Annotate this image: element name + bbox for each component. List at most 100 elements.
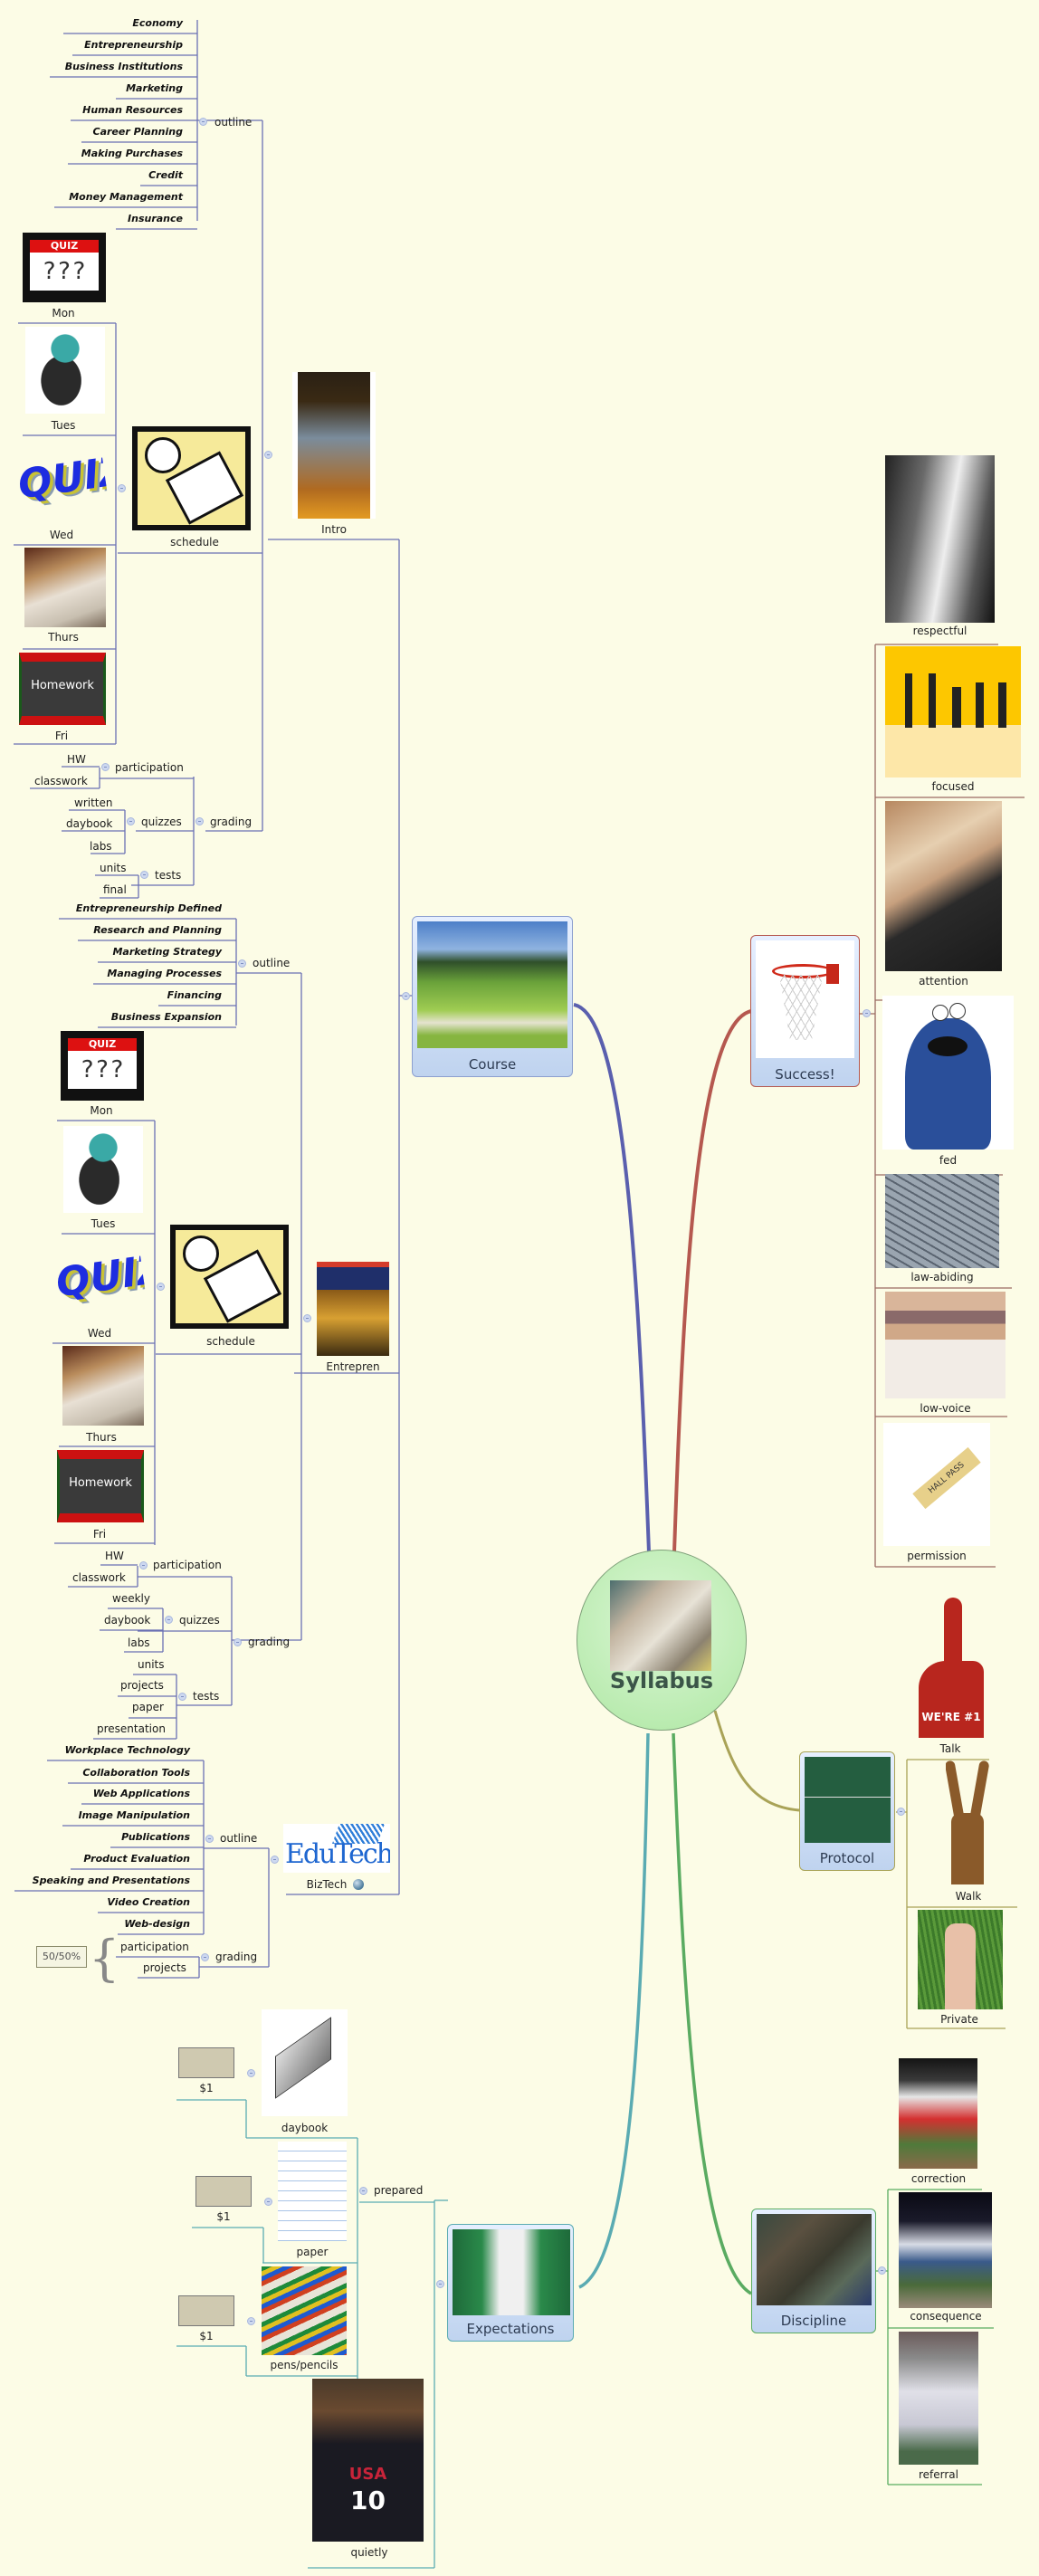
grading-item[interactable]: labs	[90, 840, 112, 853]
intro-outline-item[interactable]: Money Management	[69, 191, 183, 203]
grading-item[interactable]: HW	[67, 753, 86, 766]
entrepren-schedule-collapse-button[interactable]	[157, 1283, 165, 1291]
grading-item[interactable]: daybook	[104, 1614, 151, 1627]
intro-outline-item[interactable]: Credit	[148, 169, 183, 181]
grading-item[interactable]: paper	[132, 1701, 164, 1713]
grading-item[interactable]: weekly	[112, 1592, 150, 1605]
participation-label[interactable]: participation	[115, 761, 184, 774]
biztech-outline-collapse-button[interactable]	[205, 1835, 214, 1843]
basketball-silhouettes[interactable]	[885, 646, 1021, 778]
participation-collapse-button[interactable]	[139, 1561, 148, 1569]
entrepren-outline-item[interactable]: Business Expansion	[110, 1011, 222, 1023]
student-writing-clipart[interactable]	[63, 1126, 143, 1213]
biztech-grading-collapse-button[interactable]	[201, 1953, 209, 1961]
prepared-collapse-button[interactable]	[359, 2187, 367, 2195]
hall-pass[interactable]: HALL PASS	[883, 1423, 990, 1546]
entrepren-outline-item[interactable]: Research and Planning	[93, 924, 222, 936]
central-topic-syllabus[interactable]: Syllabus	[577, 1550, 747, 1731]
basketball-player-shush[interactable]: USA 10	[312, 2379, 424, 2542]
quiz-calendar-icon[interactable]: QUIZ? ? ?	[61, 1031, 144, 1101]
biztech-grading-label[interactable]: grading	[215, 1951, 258, 1963]
schedule-clipart[interactable]	[170, 1225, 289, 1329]
intro-collapse-button[interactable]	[264, 451, 272, 459]
intro-outline-item[interactable]: Making Purchases	[81, 148, 183, 159]
biztech-outline-item[interactable]: Web Applications	[92, 1788, 190, 1799]
intro-outline-item[interactable]: Entrepreneurship	[84, 39, 183, 51]
baseball-player-walking[interactable]	[899, 2332, 978, 2465]
protocol-collapse-button[interactable]	[897, 1808, 905, 1816]
biztech-outline-label[interactable]: outline	[220, 1832, 258, 1845]
grading-item[interactable]: projects	[143, 1961, 186, 1974]
entrepren-outline-item[interactable]: Managing Processes	[107, 968, 222, 979]
grading-item[interactable]: written	[74, 797, 113, 809]
intro-outline-item[interactable]: Marketing	[126, 82, 183, 94]
intro-grading-label[interactable]: grading	[210, 816, 253, 828]
globe-hyperlink-icon[interactable]	[353, 1879, 364, 1890]
grading-item[interactable]: projects	[120, 1679, 164, 1692]
quizzes-collapse-button[interactable]	[165, 1616, 173, 1624]
biztech-outline-item[interactable]: Web-design	[124, 1918, 190, 1930]
child-studying-photo[interactable]	[62, 1346, 144, 1426]
entrepren-outline-label[interactable]: outline	[253, 957, 291, 969]
binder-icon[interactable]	[262, 2009, 348, 2116]
prepared-item-collapse-button[interactable]	[247, 2317, 255, 2325]
homework-chalkboard[interactable]: Homework	[19, 653, 106, 725]
student-writing-clipart[interactable]	[25, 327, 105, 414]
quizzes-label[interactable]: quizzes	[141, 816, 182, 828]
intro-schedule-collapse-button[interactable]	[118, 484, 126, 492]
tests-collapse-button[interactable]	[140, 871, 148, 879]
biztech-outline-item[interactable]: Collaboration Tools	[82, 1767, 190, 1779]
grading-summary-box[interactable]: 50/50%	[36, 1946, 87, 1968]
quizzes-collapse-button[interactable]	[127, 817, 135, 825]
intro-outline-item[interactable]: Insurance	[128, 213, 183, 224]
prepared-label[interactable]: prepared	[374, 2184, 424, 2197]
intro-outline-item[interactable]: Career Planning	[92, 126, 184, 138]
quiz-3d-text[interactable]: QUIZ	[52, 1245, 148, 1307]
success-collapse-button[interactable]	[863, 1009, 871, 1017]
main-topic-success[interactable]: Success!	[750, 935, 860, 1087]
cookie-monster[interactable]	[882, 996, 1014, 1150]
grading-item[interactable]: classwork	[34, 775, 88, 787]
biztech-outline-item[interactable]: Product Evaluation	[83, 1853, 190, 1865]
biztech-outline-item[interactable]: Image Manipulation	[78, 1809, 190, 1821]
tests-collapse-button[interactable]	[178, 1693, 186, 1701]
prepared-item-collapse-button[interactable]	[264, 2198, 272, 2206]
entrepren-outline-collapse-button[interactable]	[238, 959, 246, 968]
grading-item[interactable]: HW	[105, 1550, 124, 1562]
biztech-collapse-button[interactable]	[271, 1856, 279, 1864]
biztech-outline-item[interactable]: Speaking and Presentations	[32, 1875, 190, 1886]
intro-outline-item[interactable]: Business Institutions	[64, 61, 183, 72]
lined-paper[interactable]	[278, 2142, 347, 2241]
foam-finger-one[interactable]: WE'RE #1	[919, 1598, 984, 1738]
homework-chalkboard[interactable]: Homework	[57, 1450, 144, 1522]
quizzes-label[interactable]: quizzes	[179, 1614, 220, 1627]
main-topic-course[interactable]: Course	[412, 916, 573, 1077]
intro-outline-label[interactable]: outline	[214, 116, 253, 129]
grading-item[interactable]: final	[103, 883, 127, 896]
tests-label[interactable]: tests	[155, 869, 182, 882]
three-fingers-hand[interactable]	[918, 1910, 1003, 2009]
girls-whispering-photo[interactable]	[885, 1292, 1006, 1398]
entrepren-outline-item[interactable]: Entrepreneurship Defined	[75, 902, 222, 914]
biztech-outline-item[interactable]: Publications	[121, 1831, 190, 1843]
quiz-calendar-icon[interactable]: QUIZ? ? ?	[23, 233, 106, 302]
schedule-clipart[interactable]	[132, 426, 251, 530]
grading-item[interactable]: units	[138, 1658, 165, 1671]
grading-item[interactable]: units	[100, 862, 127, 874]
participation-label[interactable]: participation	[153, 1559, 222, 1571]
discipline-collapse-button[interactable]	[878, 2266, 886, 2275]
prepared-item-collapse-button[interactable]	[247, 2069, 255, 2077]
intro-outline-item[interactable]: Economy	[132, 17, 183, 29]
students-in-class-photo[interactable]	[885, 801, 1002, 971]
intro-grading-collapse-button[interactable]	[195, 817, 204, 825]
introduction-to-business-book-cover[interactable]	[292, 372, 376, 519]
participation-collapse-button[interactable]	[101, 763, 110, 771]
biztech-outline-item[interactable]: Video Creation	[107, 1896, 190, 1908]
grading-item[interactable]: labs	[128, 1636, 150, 1649]
baseball-umpire-photo[interactable]	[899, 2058, 977, 2169]
edutech-logo[interactable]: EduTech	[283, 1824, 390, 1873]
two-fingers-hand[interactable]	[946, 1760, 991, 1884]
course-collapse-button[interactable]	[402, 992, 410, 1000]
main-topic-protocol[interactable]: Protocol	[799, 1751, 895, 1871]
main-topic-discipline[interactable]: Discipline	[751, 2209, 876, 2333]
